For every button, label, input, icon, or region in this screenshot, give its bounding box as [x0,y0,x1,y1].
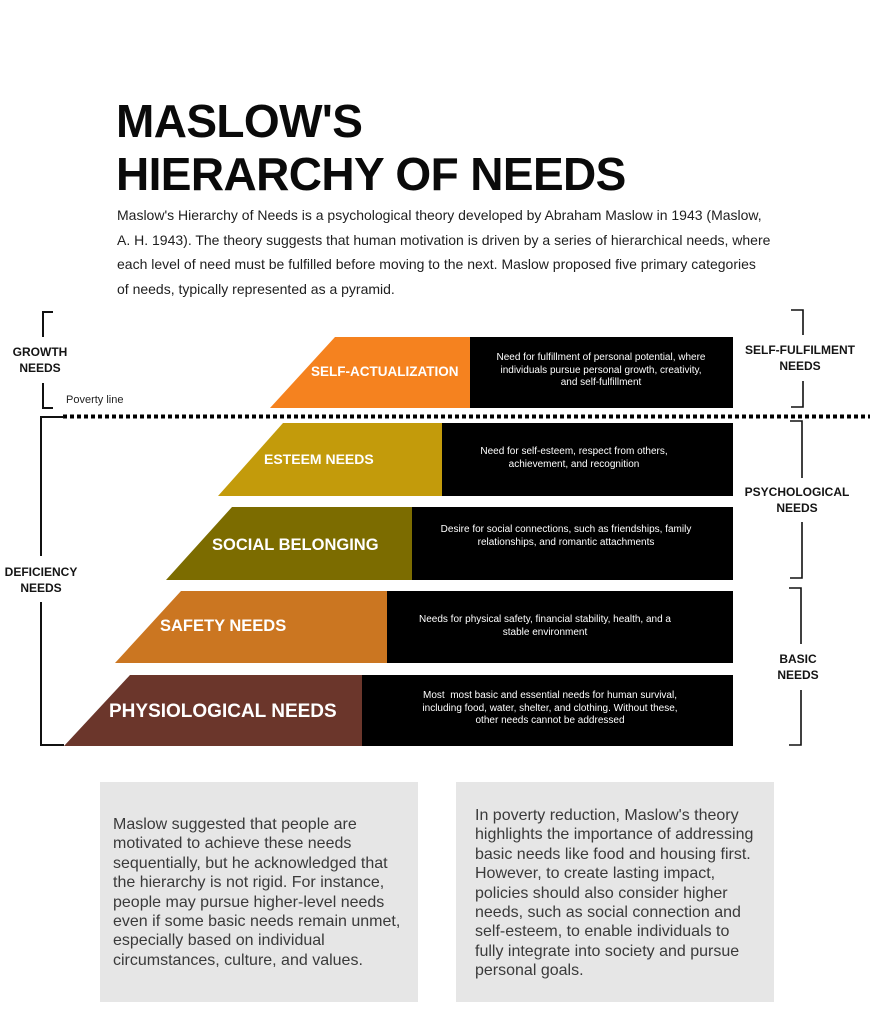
intro-line: each level of need must be fulfilled bef… [117,256,756,273]
level-label-physiological: PHYSIOLOGICAL NEEDS [109,700,337,722]
description-line: Desire for social connections, such as f… [440,524,692,536]
level-label-social-belonging: SOCIAL BELONGING [212,536,379,554]
note-line: highlights the importance of addressing [475,826,754,844]
self-fulfilment-bracket-top [791,309,804,335]
description-line: and self-fulfillment [560,377,642,389]
growth-bracket-top [42,311,53,337]
left-brackets [40,311,64,746]
description-line: relationships, and romantic attachments [477,536,655,548]
intro-line: A. H. 1943). The theory suggests that hu… [117,231,771,248]
level-description-safety: Needs for physical safety, financial sta… [385,614,705,639]
level-description-box-physiological [362,675,733,746]
self-fulfilment-bracket-bottom [791,381,804,408]
note-text-poverty-reduction: In poverty reduction, Maslow's theory hi… [475,806,753,981]
group-label-psychological-needs: PSYCHOLOGICAL NEEDS [737,484,857,516]
group-label-self-fulfilment-needs: SELF-FULFILMENT NEEDS [740,342,860,374]
note-box-sequential-needs [100,782,418,1002]
level-shape-physiological [64,675,362,746]
level-label-safety: SAFETY NEEDS [160,617,287,635]
description-line: stable environment [502,626,588,638]
level-description-physiological: Most most basic and essential needs for … [390,690,710,728]
intro-paragraph: Maslow's Hierarchy of Needs is a psychol… [117,203,770,302]
intro-line: Maslow's Hierarchy of Needs is a psychol… [117,207,762,223]
intro-line: of needs, typically represented as a pyr… [117,281,395,298]
description-line: Need for fulfillment of personal potenti… [496,352,706,364]
note-line: basic needs like food and housing first. [475,845,751,863]
level-shape-social-belonging [166,507,412,580]
psychological-bracket-top [790,420,803,478]
level-description-box-social-belonging [412,507,733,580]
title-line-1: MASLOW'S [116,95,363,147]
group-label-line: NEEDS [19,361,61,375]
note-line: fully integrate into society and pursue [475,942,740,960]
note-line: circumstances, culture, and values. [113,951,363,969]
description-line: individuals pursue personal growth, crea… [500,364,702,376]
description-line: Most most basic and essential needs for … [422,690,677,702]
group-label-line: NEEDS [777,668,819,682]
poverty-line-label: Poverty line [66,394,124,406]
group-label-line: DEFICIENCY [4,565,78,579]
note-line: self-esteem, to enable individuals to [475,923,730,941]
group-label-basic-needs: BASIC NEEDS [738,651,858,683]
deficiency-bracket-bottom [40,602,64,746]
group-label-line: BASIC [779,652,817,666]
level-description-box-self-actualization [470,337,733,408]
basic-bracket-top [789,587,802,644]
level-description-self-actualization: Need for fulfillment of personal potenti… [441,352,761,390]
level-label-self-actualization: SELF-ACTUALIZATION [311,363,459,379]
note-line: people may pursue higher-level needs [113,893,385,911]
note-line: However, to create lasting impact, [475,865,716,883]
group-label-deficiency-needs: DEFICIENCY NEEDS [1,564,81,596]
page-title: MASLOW'S HIERARCHY OF NEEDS [116,95,626,201]
description-line: including food, water, shelter, and clot… [422,702,678,714]
level-description-box-safety [387,591,733,663]
note-text-sequential-needs: Maslow suggested that people are motivat… [113,815,400,970]
note-box-poverty-reduction [456,782,774,1002]
description-line: Need for self-esteem, respect from other… [480,446,668,458]
deficiency-bracket-top [40,416,64,556]
growth-bracket-bottom [42,383,53,409]
level-description-box-esteem [442,423,733,496]
psychological-bracket-bottom [790,522,803,579]
note-line: even if some basic needs remain unmet, [113,913,401,931]
level-shape-safety [115,591,387,663]
description-line: achievement, and recognition [508,458,640,470]
group-label-line: NEEDS [20,581,62,595]
description-line: Needs for physical safety, financial sta… [419,614,671,626]
level-shape-self-actualization [270,337,470,408]
basic-bracket-bottom [789,690,802,746]
group-label-line: GROWTH [12,345,68,359]
note-line: sequentially, but he acknowledged that [113,854,388,872]
group-label-line: SELF-FULFILMENT [745,343,855,357]
group-label-line: NEEDS [779,359,821,373]
note-line: the hierarchy is not rigid. For instance… [113,874,385,892]
note-line: needs, such as social connection and [475,904,741,922]
note-line: policies should also consider higher [475,884,728,902]
group-label-line: PSYCHOLOGICAL [744,485,850,499]
level-label-esteem: ESTEEM NEEDS [264,451,374,468]
right-brackets [789,309,804,746]
note-line: Maslow suggested that people are [113,816,357,833]
description-line: other needs cannot be addressed [475,715,625,727]
level-description-esteem: Need for self-esteem, respect from other… [414,446,734,471]
level-shape-esteem [218,423,442,496]
note-line: personal goals. [475,962,584,980]
note-line: especially based on individual [113,932,325,950]
level-description-social-belonging: Desire for social connections, such as f… [406,524,726,549]
group-label-growth-needs: GROWTH NEEDS [0,344,80,376]
note-line: motivated to achieve these needs [113,835,352,853]
group-label-line: NEEDS [776,501,818,515]
title-line-2: HIERARCHY OF NEEDS [116,148,626,200]
note-line: In poverty reduction, Maslow's theory [475,807,739,824]
